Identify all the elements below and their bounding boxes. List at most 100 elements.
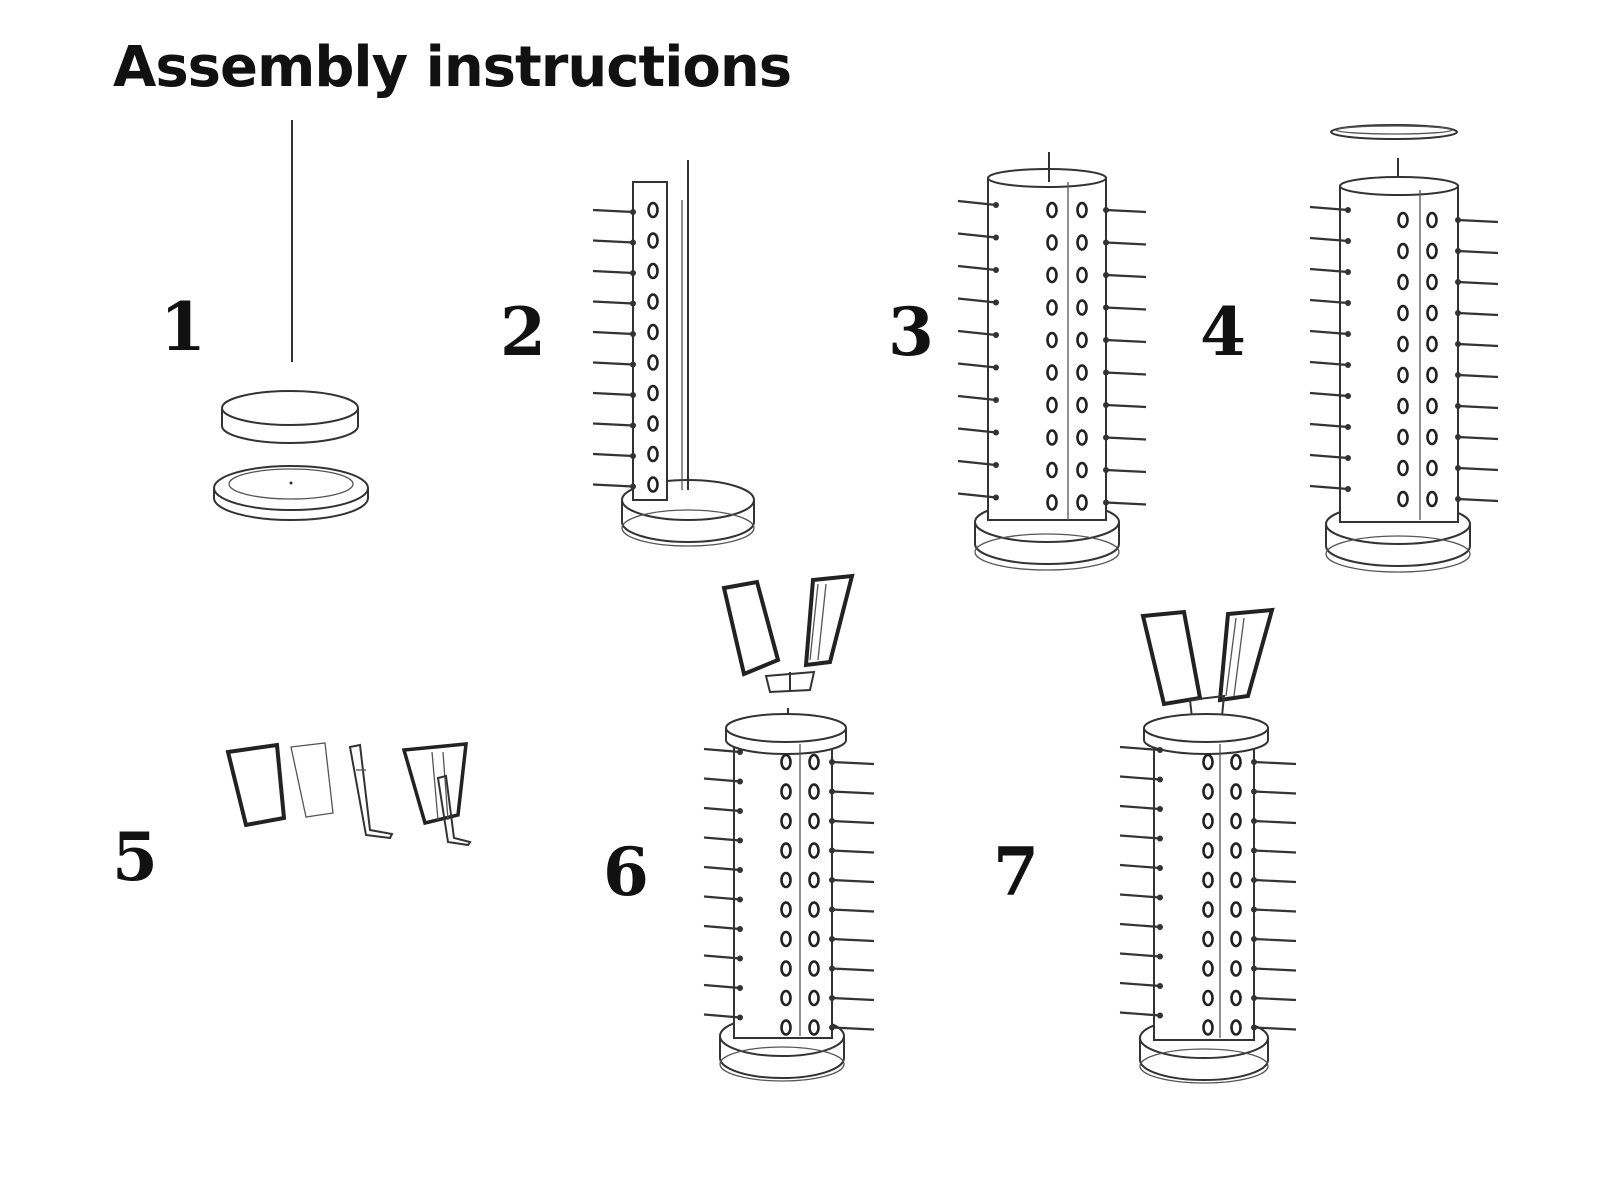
panel-hole — [1426, 366, 1438, 384]
display-pin — [1119, 981, 1161, 988]
display-pin — [1105, 436, 1147, 441]
pin-tip — [1157, 865, 1163, 871]
step-number-7: 7 — [993, 833, 1039, 911]
panel-hole — [1397, 397, 1409, 415]
panel-hole — [1046, 234, 1058, 251]
panel-hole — [1230, 960, 1242, 977]
pin-tip — [1251, 788, 1257, 795]
display-pin — [831, 878, 875, 884]
pin-tip — [1157, 924, 1163, 930]
panel-hole — [1397, 428, 1409, 446]
panel-hole — [1046, 299, 1058, 316]
panel-hole — [1397, 242, 1409, 260]
display-pin — [1457, 497, 1499, 503]
pin-tip — [1455, 217, 1461, 223]
pin-tip — [1345, 331, 1351, 337]
display-pin — [1457, 218, 1499, 224]
display-pin — [831, 908, 875, 913]
panel-hole — [1426, 428, 1438, 446]
display-pin — [1253, 908, 1297, 913]
panel-hole — [780, 960, 792, 977]
pin-tip — [1345, 362, 1351, 368]
display-pins — [592, 208, 636, 490]
display-pins — [703, 747, 875, 1031]
panel-hole — [1076, 494, 1088, 511]
pin-tip — [993, 429, 999, 436]
panel-hole — [1230, 871, 1242, 889]
display-pin — [1105, 501, 1147, 506]
pin-tip — [993, 202, 999, 208]
pin-tip — [829, 995, 835, 1001]
panel-hole — [1426, 304, 1438, 322]
panel-hole — [808, 753, 820, 771]
display-pin — [831, 937, 875, 943]
display-pin — [592, 269, 634, 275]
step-number-5: 5 — [112, 818, 158, 896]
base-ring — [213, 465, 369, 521]
display-pin — [957, 297, 997, 304]
panel-hole — [1202, 901, 1214, 918]
panel-hole — [780, 783, 792, 800]
panel-hole — [1076, 429, 1088, 446]
pin-tip — [1251, 906, 1257, 913]
display-pin — [703, 1013, 741, 1019]
display-pin — [1105, 468, 1147, 474]
mirror-glass — [290, 742, 334, 818]
panel-hole — [1076, 396, 1088, 414]
display-pin — [1253, 878, 1297, 884]
panel-hole — [647, 232, 659, 249]
pin-tip — [993, 462, 999, 468]
panel-holes — [1202, 753, 1242, 1036]
panel-hole — [808, 1019, 820, 1036]
display-pin — [1105, 208, 1147, 214]
pin-tip — [1103, 239, 1109, 246]
display-pin — [1119, 893, 1161, 899]
display-pin — [957, 492, 997, 499]
display-pin — [1253, 760, 1297, 766]
pin-tip — [1345, 486, 1351, 492]
lid-disc — [1143, 713, 1269, 755]
panel-hole — [1397, 459, 1409, 477]
display-pin — [1309, 329, 1349, 336]
pin-tip — [1103, 499, 1109, 506]
display-pin — [1119, 804, 1161, 811]
display-pin — [831, 1026, 875, 1031]
step-3-illustration — [957, 152, 1147, 571]
display-pin — [703, 865, 741, 872]
panel-hole — [647, 384, 659, 402]
panel-hole — [1230, 1019, 1242, 1036]
mirror-bracket — [348, 743, 394, 840]
display-pin — [1105, 241, 1147, 246]
pin-tip — [737, 985, 743, 991]
page-title: Assembly instructions — [113, 35, 792, 100]
panel-hole — [780, 812, 792, 830]
panel-hole — [1202, 989, 1214, 1007]
display-pin — [1309, 453, 1349, 460]
pin-tip — [737, 1014, 743, 1021]
panel-hole — [1202, 812, 1214, 830]
pin-tip — [1103, 304, 1109, 311]
pin-tip — [993, 299, 999, 306]
panel-hole — [1076, 331, 1088, 349]
display-pins — [957, 199, 1147, 506]
panel-hole — [780, 901, 792, 918]
mirror-assembly — [721, 573, 855, 694]
display-pin — [1309, 422, 1349, 429]
panel-hole — [1426, 459, 1438, 477]
display-pin — [1105, 403, 1147, 409]
display-pin — [1119, 952, 1161, 958]
pin-tip — [993, 234, 999, 241]
panel-hole — [647, 354, 659, 371]
pin-tip — [1345, 269, 1351, 275]
top-ring — [1330, 124, 1458, 140]
panel-hole — [1076, 266, 1088, 284]
display-pin — [1119, 863, 1161, 870]
panel-hole — [1230, 842, 1242, 859]
pin-tip — [829, 877, 835, 883]
panel-hole — [647, 293, 659, 310]
panel-hole — [1046, 266, 1058, 284]
panel-hole — [1046, 461, 1058, 479]
panel-hole — [1397, 366, 1409, 384]
display-pin — [1309, 391, 1349, 398]
